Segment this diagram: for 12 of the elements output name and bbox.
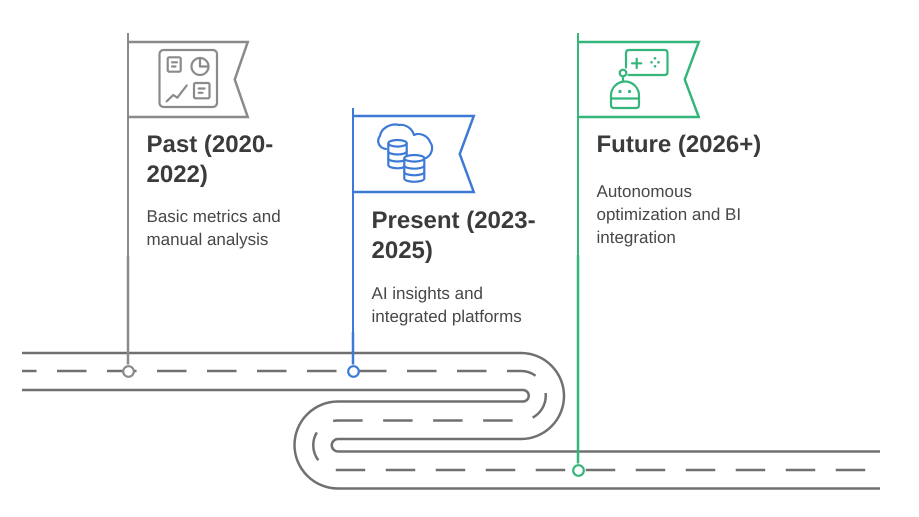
road-marker <box>346 364 360 378</box>
road-marker <box>572 464 584 476</box>
flag-pole <box>126 256 130 364</box>
milestone-heading: Present (2023-2025) <box>372 206 537 266</box>
milestone-description: Autonomous optimization and BI integration <box>596 181 742 249</box>
milestone-description: AI insights and integrated platforms <box>372 283 523 328</box>
road-marker <box>122 364 134 378</box>
flag-pole <box>576 255 580 464</box>
milestone-heading: Past (2020-2022) <box>146 130 274 190</box>
flag-pole <box>352 332 354 364</box>
milestone-description: Basic metrics and manual analysis <box>146 206 282 251</box>
milestone-heading: Future (2026+) <box>596 130 762 160</box>
